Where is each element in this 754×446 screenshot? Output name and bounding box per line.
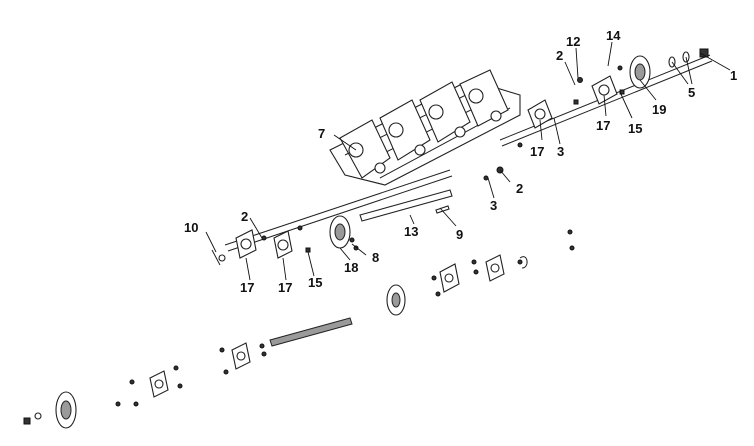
callout-19: 19	[652, 102, 666, 117]
callout-1: 1	[730, 68, 737, 83]
sprocket-lower-middle	[386, 284, 406, 316]
sprocket-19	[629, 55, 651, 89]
lower-shaft	[269, 317, 353, 347]
callout-3-lower: 3	[490, 198, 497, 213]
bolt-1	[699, 48, 709, 58]
callouts: 1 2 2 2 3 3 5 7 8 9 10 12 13 14 15 15 17…	[184, 28, 737, 295]
bearing-lower-1	[439, 263, 460, 293]
callout-9: 9	[456, 227, 463, 242]
callout-13: 13	[404, 224, 418, 239]
bearing-lower-3	[231, 342, 251, 370]
bearing-flange-upper-2	[591, 75, 618, 105]
callout-3-upper: 3	[557, 144, 564, 159]
pin-10	[211, 249, 226, 266]
bearing-flange-upper-1	[527, 99, 553, 129]
callout-12: 12	[566, 34, 580, 49]
callout-2-middle: 2	[516, 181, 523, 196]
callout-7: 7	[318, 126, 325, 141]
bearing-flange-middle-2	[273, 230, 293, 259]
callout-17-lower-left: 17	[240, 280, 254, 295]
sprocket-lower-left	[55, 391, 77, 429]
callout-17-lower-right: 17	[278, 280, 292, 295]
leader-lines	[205, 41, 731, 281]
callout-18: 18	[344, 260, 358, 275]
callout-15-lower: 15	[308, 275, 322, 290]
bearing-lower-2	[485, 254, 505, 282]
callout-5: 5	[688, 85, 695, 100]
callout-8: 8	[372, 250, 379, 265]
callout-17-upper-left: 17	[530, 144, 544, 159]
callout-2-upper: 2	[556, 48, 563, 63]
bearing-lower-4	[149, 370, 169, 398]
lift-frame	[329, 69, 521, 186]
key-9	[435, 205, 450, 214]
callout-2-left: 2	[241, 209, 248, 224]
callout-14: 14	[606, 28, 621, 43]
callout-10: 10	[184, 220, 198, 235]
washers-5	[668, 51, 690, 68]
callout-17-upper-right: 17	[596, 118, 610, 133]
bearing-flange-middle-1	[235, 229, 257, 259]
callout-15-upper: 15	[628, 121, 642, 136]
sprocket-18	[329, 215, 351, 249]
lower-hardware	[23, 229, 575, 425]
